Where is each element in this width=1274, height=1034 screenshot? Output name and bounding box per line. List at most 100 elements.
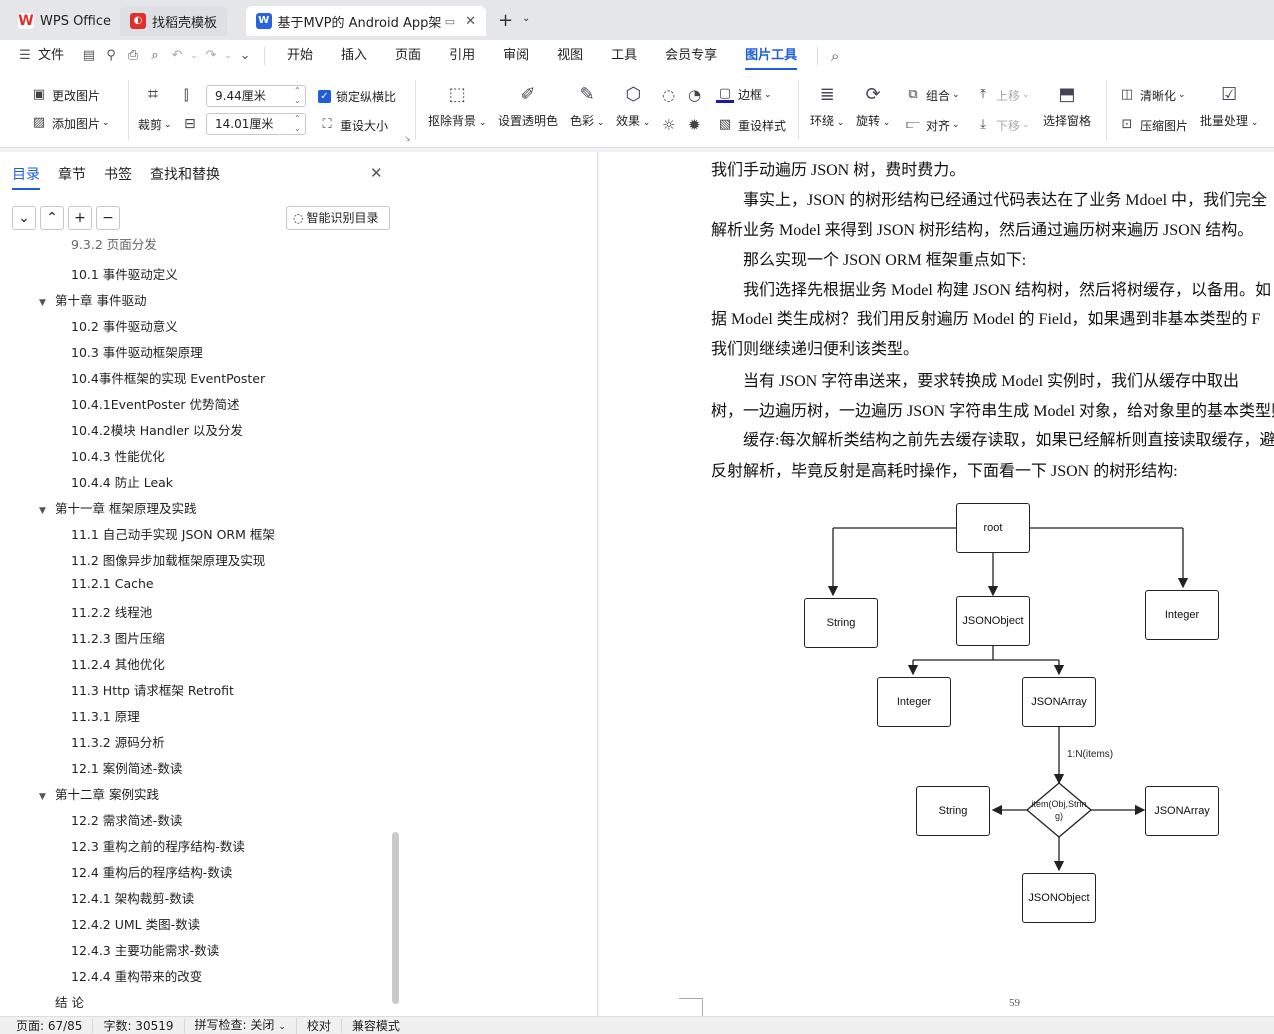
toc-item[interactable]: 11.2.2 线程池 xyxy=(71,605,153,620)
add-heading-button[interactable]: + xyxy=(68,206,92,230)
height-input[interactable]: 14.01厘米 xyxy=(206,113,306,135)
status-words[interactable]: 字数: 30519 xyxy=(93,1018,185,1033)
selection-pane-button[interactable]: ⬒选择窗格 xyxy=(1043,84,1092,128)
remove-heading-button[interactable]: − xyxy=(96,206,120,230)
diagram-node-integer-child[interactable]: Integer xyxy=(877,677,951,727)
toc-scrollbar[interactable] xyxy=(392,832,399,1004)
add-picture-button[interactable]: ▨添加图片⌄ xyxy=(30,114,110,132)
border-button[interactable]: ▢边框⌄ xyxy=(716,86,772,103)
search-icon[interactable]: ⌕ xyxy=(830,47,840,65)
crop-button[interactable]: 裁剪⌄ xyxy=(138,118,172,132)
toc-item[interactable]: 结 论 xyxy=(55,995,84,1008)
diagram-node-jsonarray[interactable]: JSONArray xyxy=(1022,677,1096,727)
tab-wps-office[interactable]: W WPS Office xyxy=(8,6,121,36)
increase-brightness-icon[interactable]: ☼ xyxy=(662,116,676,134)
tab-toc[interactable]: 目录 xyxy=(12,164,40,190)
toc-item[interactable]: 10.4事件框架的实现 EventPoster xyxy=(71,371,266,386)
status-page[interactable]: 页面: 67/85 xyxy=(0,1018,94,1033)
toc-item[interactable]: ▼第十章 事件驱动 xyxy=(39,293,147,308)
toc-item[interactable]: 11.1 自己动手实现 JSON ORM 框架 xyxy=(71,527,275,542)
triangle-down-icon[interactable]: ▼ xyxy=(39,298,46,308)
lock-ratio-checkbox[interactable]: ✓锁定纵横比 xyxy=(318,88,396,105)
status-spellcheck[interactable]: 拼写检查: 关闭⌄ xyxy=(185,1017,297,1034)
menu-references[interactable]: 引用 xyxy=(449,48,476,63)
tab-docer[interactable]: ◐ 找稻壳模板 xyxy=(120,6,228,36)
hamburger-icon[interactable]: ☰ xyxy=(19,48,31,63)
toc-item[interactable]: 12.4.1 架构裁剪-数读 xyxy=(71,891,195,906)
new-tab-plus-icon[interactable]: + xyxy=(498,10,514,31)
toc-item[interactable]: 12.4.4 重构带来的改变 xyxy=(71,969,203,984)
monitor-icon[interactable]: ▭ xyxy=(444,14,456,28)
toc-item[interactable]: 10.1 事件驱动定义 xyxy=(71,267,178,282)
diagram-node-jsonobject-child[interactable]: JSONObject xyxy=(1022,873,1096,923)
toc-item[interactable]: 11.2.1 Cache xyxy=(71,576,154,591)
more-chevron-icon[interactable]: ⌄ xyxy=(239,48,251,63)
toc-item[interactable]: 11.3 Http 请求框架 Retrofit xyxy=(71,683,234,698)
expand-down-button[interactable]: ⌄ xyxy=(12,206,36,230)
change-picture-button[interactable]: ▣更改图片 xyxy=(30,86,100,104)
chevron-down-icon[interactable]: ⌄ xyxy=(190,51,198,61)
status-proofread[interactable]: 校对 xyxy=(297,1018,342,1033)
toc-item[interactable]: 12.3 重构之前的程序结构-数读 xyxy=(71,839,245,854)
toc-item[interactable]: 12.4.2 UML 类图-数读 xyxy=(71,917,201,932)
brightness-icon[interactable]: ◌ xyxy=(662,86,676,104)
menu-insert[interactable]: 插入 xyxy=(341,48,368,63)
toc-item[interactable]: 12.1 案例简述-数读 xyxy=(71,761,183,776)
print-icon[interactable]: ⎙ xyxy=(127,48,139,63)
tab-document[interactable]: W 基于MVP的 Android App架 ▭ ✕ xyxy=(246,6,486,36)
move-up-button[interactable]: ⤒上移⌄ xyxy=(974,86,1029,104)
tab-find-replace[interactable]: 查找和替换 xyxy=(150,167,220,183)
menu-view[interactable]: 视图 xyxy=(557,48,584,63)
toc-item[interactable]: ▼第十二章 案例实践 xyxy=(39,787,159,802)
rotate-button[interactable]: ⟳旋转 ⌄ xyxy=(856,84,891,128)
move-down-button[interactable]: ⤓下移⌄ xyxy=(974,116,1029,134)
diagram-node-root[interactable]: root xyxy=(956,503,1030,553)
save-icon[interactable]: ▤ xyxy=(82,48,96,63)
menu-tools[interactable]: 工具 xyxy=(611,48,638,63)
diagram-node-jsonarray-child[interactable]: JSONArray xyxy=(1145,786,1219,836)
close-tab-icon[interactable]: ✕ xyxy=(465,13,476,29)
triangle-down-icon[interactable]: ▼ xyxy=(39,792,46,802)
diagram-node-string-child[interactable]: String xyxy=(916,786,990,836)
toc-item[interactable]: 9.3.2 页面分发 xyxy=(71,238,157,252)
toc-item[interactable]: 10.3 事件驱动框架原理 xyxy=(71,345,203,360)
contrast-icon[interactable]: ◔ xyxy=(688,86,702,104)
close-pane-icon[interactable]: ✕ xyxy=(370,164,383,182)
print-preview-icon[interactable]: ⌕ xyxy=(151,48,159,63)
sharpen-button[interactable]: ◫清晰化⌄ xyxy=(1118,86,1186,104)
decrease-brightness-icon[interactable]: ✹ xyxy=(688,116,701,134)
json-tree-diagram[interactable]: root String JSONObject Integer Integer J… xyxy=(799,497,1229,932)
reset-style-button[interactable]: ▧重设样式 xyxy=(716,116,786,134)
file-menu[interactable]: 文件 xyxy=(38,48,65,63)
diagram-node-string[interactable]: String xyxy=(804,598,878,648)
color-button[interactable]: ✎色彩 ⌄ xyxy=(570,84,605,128)
tab-bookmarks[interactable]: 书签 xyxy=(104,167,132,183)
undo-icon[interactable]: ↶ xyxy=(171,48,183,63)
smart-toc-button[interactable]: ◌智能识别目录 xyxy=(286,206,390,230)
toc-item[interactable]: 10.2 事件驱动意义 xyxy=(71,319,178,334)
remove-background-button[interactable]: ⬚抠除背景 ⌄ xyxy=(428,84,487,128)
toc-item[interactable]: 12.4 重构后的程序结构-数读 xyxy=(71,865,233,880)
menu-member[interactable]: 会员专享 xyxy=(665,48,718,63)
triangle-down-icon[interactable]: ▼ xyxy=(39,506,46,516)
set-transparent-button[interactable]: ✐设置透明色 xyxy=(498,84,559,128)
effect-button[interactable]: ⬡效果 ⌄ xyxy=(616,84,651,128)
wrap-button[interactable]: ≣环绕 ⌄ xyxy=(810,84,845,128)
crop-icon-button[interactable]: ⌗ xyxy=(144,86,166,104)
align-button[interactable]: ⫍对齐⌄ xyxy=(904,116,959,134)
toc-item[interactable]: 10.4.3 性能优化 xyxy=(71,449,165,464)
collapse-up-button[interactable]: ⌃ xyxy=(40,206,64,230)
toc-item[interactable]: 11.2 图像异步加载框架原理及实现 xyxy=(71,553,266,568)
toc-item[interactable]: ▼第十一章 框架原理及实践 xyxy=(39,501,197,516)
width-input[interactable]: 9.44厘米 xyxy=(206,85,306,107)
group-button[interactable]: ⧉组合⌄ xyxy=(904,86,959,104)
toc-item[interactable]: 11.3.1 原理 xyxy=(71,709,140,724)
menu-review[interactable]: 审阅 xyxy=(503,48,530,63)
batch-process-button[interactable]: ☑批量处理 ⌄ xyxy=(1200,84,1259,128)
menu-home[interactable]: 开始 xyxy=(287,48,314,63)
toc-item[interactable]: 11.2.3 图片压缩 xyxy=(71,631,165,646)
redo-icon[interactable]: ↷ xyxy=(205,48,217,63)
chevron-down-icon[interactable]: ⌄ xyxy=(522,13,531,24)
toc-item[interactable]: 11.2.4 其他优化 xyxy=(71,657,165,672)
toc-item[interactable]: 12.2 需求简述-数读 xyxy=(71,813,183,828)
